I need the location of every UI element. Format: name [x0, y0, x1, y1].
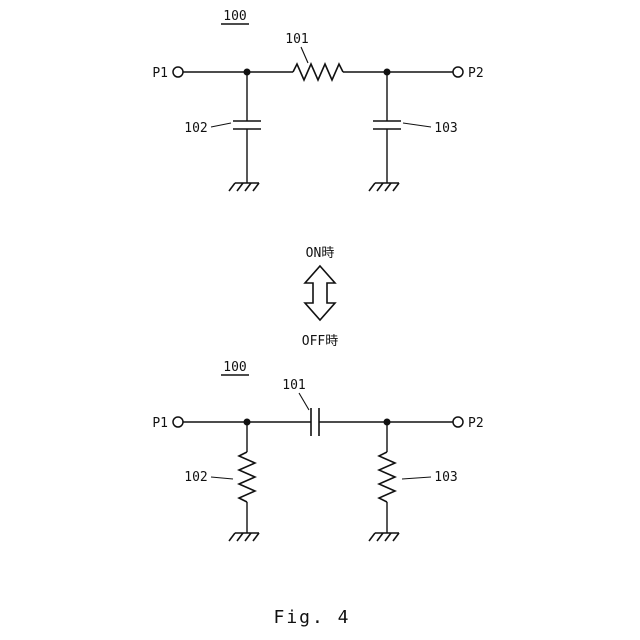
terminal-p1-node: [172, 416, 184, 428]
resistor-101-icon: [292, 62, 344, 82]
ground-icon-right: [368, 182, 400, 192]
resistor-103-leader: [401, 476, 432, 480]
figure-caption: Fig. 4: [273, 607, 350, 628]
capacitor-101-leader: [298, 392, 310, 411]
ground-icon-left: [228, 182, 260, 192]
terminal-p1-label: P1: [152, 66, 168, 81]
ground-icon-right: [368, 532, 400, 542]
capacitor-102-icon: [233, 72, 261, 183]
resistor-101-leader: [300, 46, 309, 64]
circuit-ref-label: 100: [223, 9, 246, 24]
resistor-102-leader: [210, 476, 234, 480]
resistor-102-label: 102: [184, 470, 207, 485]
off-state-circuit: 100 P1 P2 101: [152, 360, 484, 542]
terminal-p2-node: [452, 416, 464, 428]
circuit-ref-label: 100: [223, 360, 246, 375]
terminal-p2-label: P2: [468, 416, 484, 431]
ground-icon-left: [228, 532, 260, 542]
resistor-103-icon: [377, 422, 397, 533]
terminal-p1-node: [172, 66, 184, 78]
capacitor-103-leader: [402, 122, 432, 128]
capacitor-102-leader: [210, 122, 232, 128]
capacitor-101-icon: [310, 408, 320, 436]
capacitor-101-label: 101: [282, 378, 305, 393]
capacitor-103-label: 103: [434, 121, 457, 136]
terminal-p2-node: [452, 66, 464, 78]
terminal-p1-label: P1: [152, 416, 168, 431]
off-state-label: OFF時: [302, 334, 338, 349]
on-state-label: ON時: [306, 246, 335, 261]
resistor-103-label: 103: [434, 470, 457, 485]
resistor-101-label: 101: [285, 32, 308, 47]
resistor-102-icon: [237, 422, 257, 533]
on-state-circuit: 100 P1 P2 101 102: [152, 9, 484, 192]
terminal-p2-label: P2: [468, 66, 484, 81]
capacitor-102-label: 102: [184, 121, 207, 136]
state-transition: ON時 OFF時: [302, 246, 338, 349]
double-arrow-icon: [303, 264, 337, 322]
capacitor-103-icon: [373, 72, 401, 183]
